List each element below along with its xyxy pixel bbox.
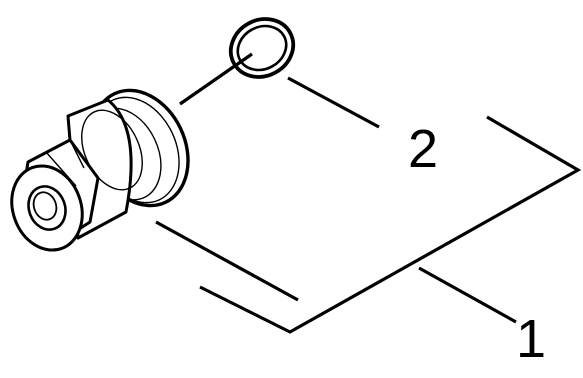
- o-ring-seal: [228, 17, 296, 79]
- fitting-extension-line: [155, 220, 299, 302]
- callout-label-1: 1: [516, 309, 547, 369]
- callout-1-leader: [418, 266, 517, 324]
- bracket-right: [199, 115, 582, 334]
- callout-2-leader: [287, 76, 380, 129]
- threaded-fitting: [10, 88, 190, 252]
- guide-lines: [155, 52, 582, 334]
- callout-label-2: 2: [408, 119, 439, 179]
